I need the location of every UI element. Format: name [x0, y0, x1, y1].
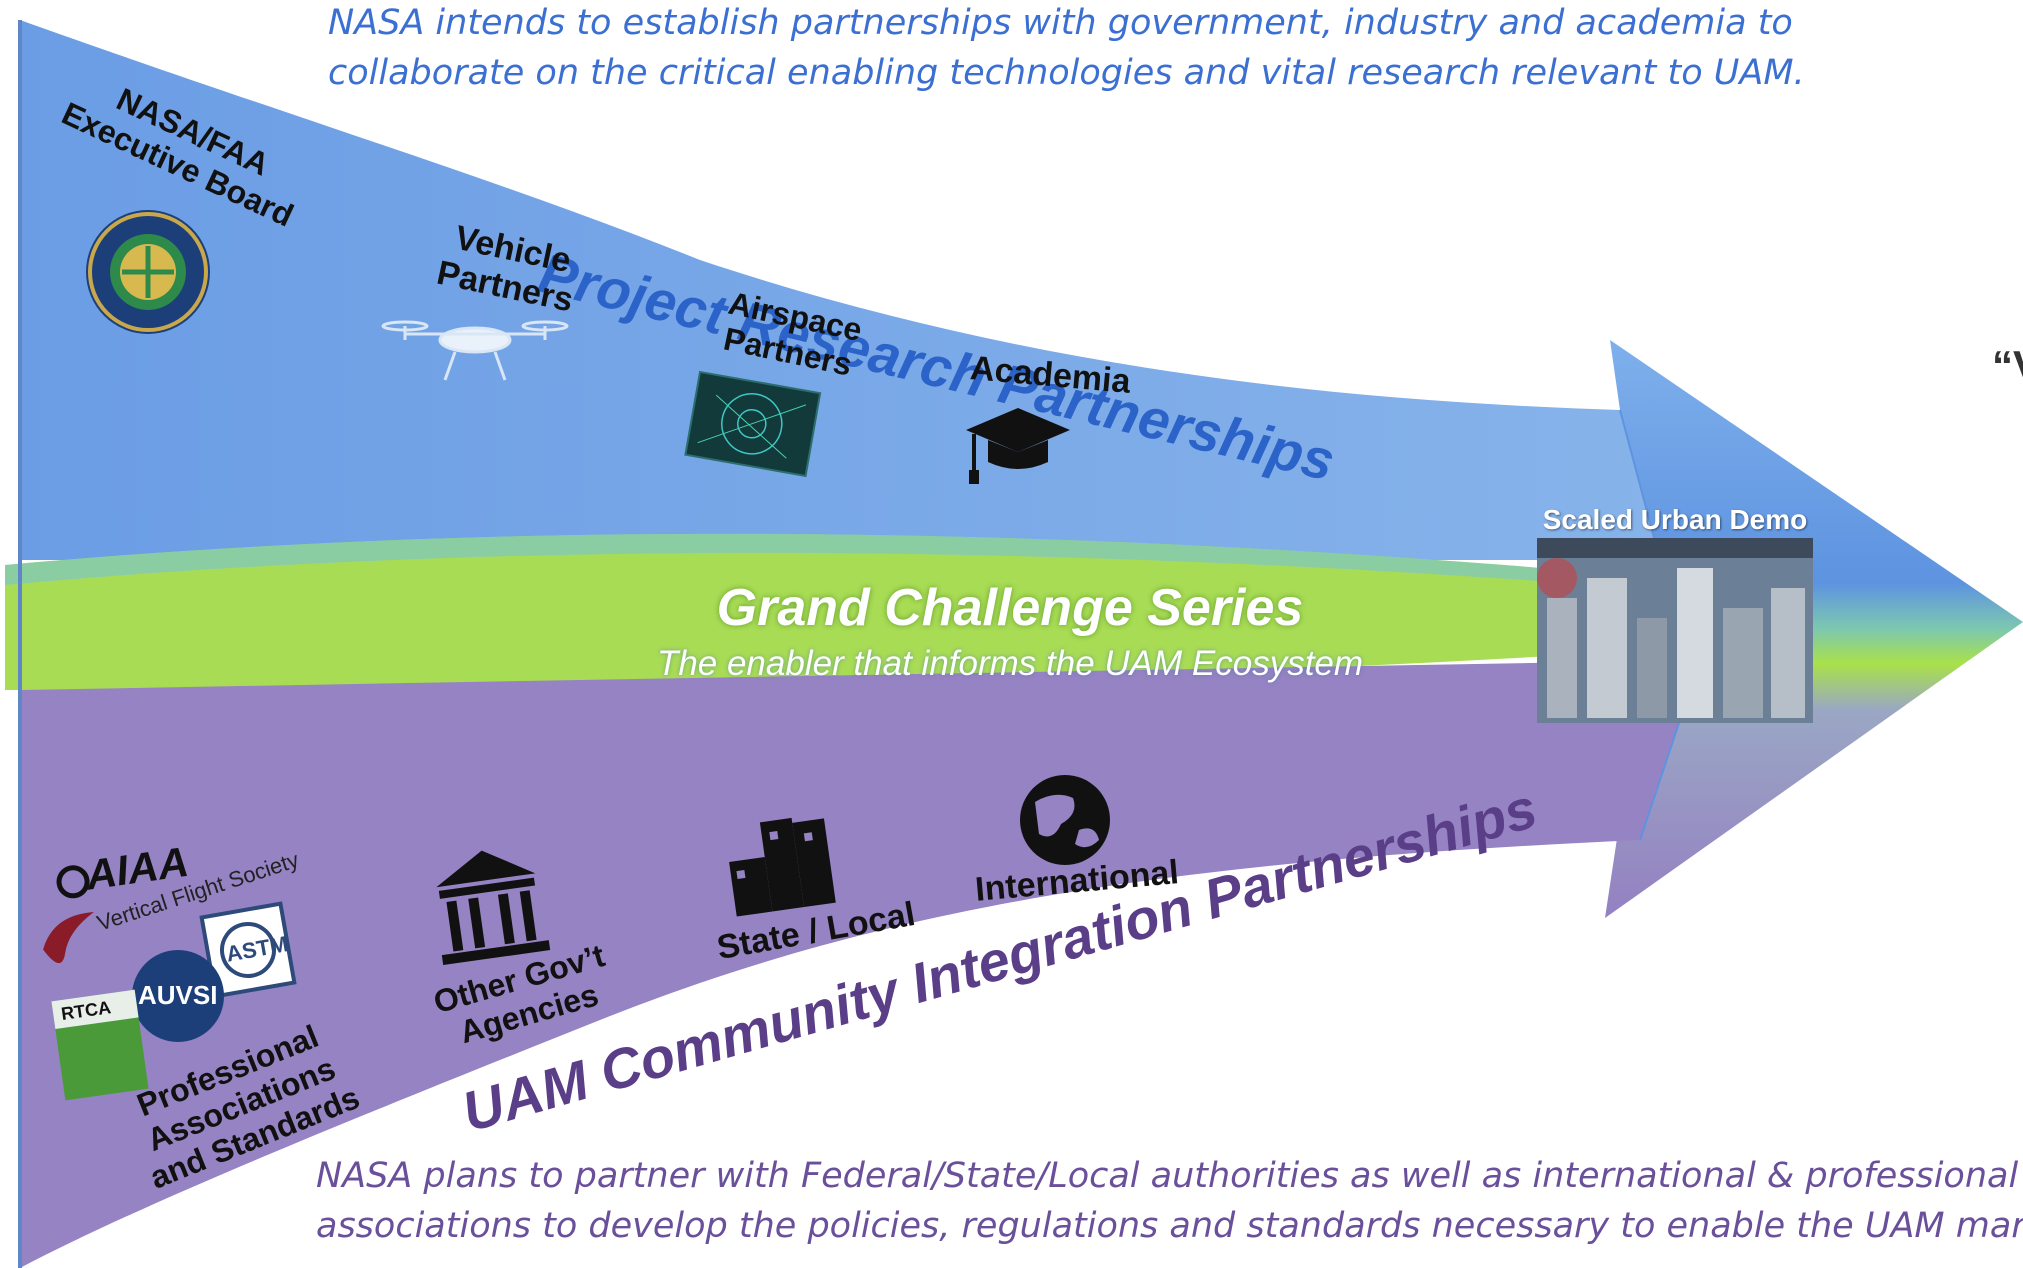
government-building-icon [436, 850, 551, 966]
quote-fragment: “V [1992, 342, 2023, 389]
top-note-line1: NASA intends to establish partnerships w… [328, 3, 1793, 43]
top-note-line2: collaborate on the critical enabling tec… [328, 53, 1805, 93]
scaled-urban-demo-label: Scaled Urban Demo [1542, 504, 1808, 535]
purple-wedge [20, 660, 1700, 1268]
faa-seal-icon [86, 210, 210, 334]
auvsi-logo: AUVSI [132, 950, 224, 1042]
arrow-head [1605, 340, 2023, 918]
airspace-map-icon [684, 370, 822, 478]
bottom-note-line2: associations to develop the policies, re… [316, 1206, 2023, 1246]
rtca-logo: RTCA [51, 989, 149, 1101]
grand-challenge-subtitle: The enabler that informs the UAM Ecosyst… [656, 644, 1364, 683]
grand-challenge-title: Grand Challenge Series [716, 579, 1304, 637]
bottom-note: NASA plans to partner with Federal/State… [316, 1151, 2023, 1251]
city-buildings-icon [729, 817, 836, 917]
drone-icon [381, 320, 569, 381]
blue-wedge [20, 20, 1660, 560]
svg-text:AUVSI: AUVSI [138, 980, 217, 1010]
green-band [5, 533, 1800, 690]
top-note: NASA intends to establish partnerships w… [328, 0, 1805, 98]
astm-logo: ASTM [199, 901, 297, 999]
bottom-note-line1: NASA plans to partner with Federal/State… [316, 1156, 2019, 1196]
graduation-cap-icon [966, 408, 1070, 484]
globe-icon [1020, 775, 1110, 865]
city-render-icon [1537, 538, 1813, 723]
